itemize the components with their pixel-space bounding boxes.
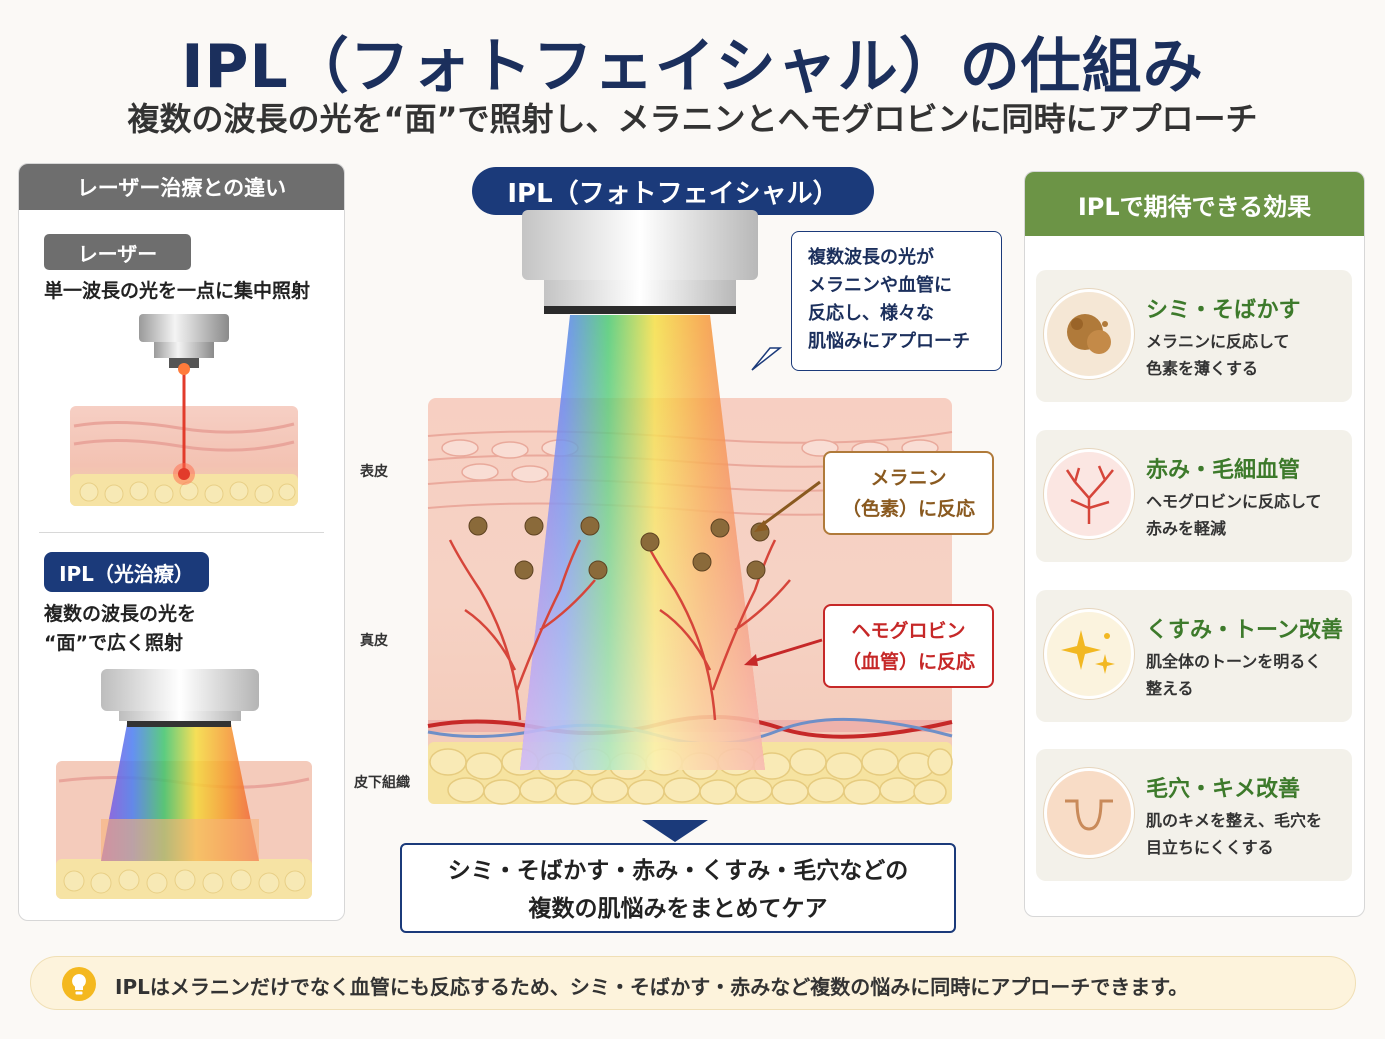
effect-card-redness: 赤み・毛細血管 ヘモグロビンに反応して赤みを軽減 [1036,430,1352,562]
capillary-icon [1044,449,1134,539]
effect-description: ヘモグロビンに反応して赤みを軽減 [1146,488,1322,542]
melanin-callout: メラニン （色素）に反応 [823,451,994,535]
page-title: IPL（フォトフェイシャル）の仕組み [181,32,1204,102]
effect-desc-line2: 色素を薄くする [1146,359,1259,378]
sparkle-icon [1044,609,1134,699]
ipl-skin-diagram [427,210,953,805]
effect-desc-line2: 目立ちにくくする [1146,838,1274,857]
laser-comparison-panel: レーザー治療との違い レーザー 単一波長の光を一点に集中照射 IPL（光治療） … [18,163,345,921]
effects-panel: IPLで期待できる効果 シミ・そばかす メラニンに反応して色素を薄くする 赤み・… [1024,171,1365,917]
epidermis-label: 表皮 [360,464,388,480]
multi-wavelength-callout: 複数波長の光が メラニンや血管に 反応し、様々な 肌悩みにアプローチ [791,231,1002,371]
effect-desc-line1: ヘモグロビンに反応して [1146,492,1322,511]
callout-line-1: 複数波長の光が [808,247,934,268]
ipl-small-illustration [56,669,312,899]
hemoglobin-line2: （血管）に反応 [841,651,975,673]
summary-line1: シミ・そばかす・赤み・くすみ・毛穴などの [447,858,909,884]
dermis-label: 真皮 [360,633,388,649]
pore-icon [1044,768,1134,858]
effect-desc-line2: 赤みを軽減 [1146,519,1227,538]
laser-label: レーザー [44,234,191,270]
effect-desc-line1: 肌のキメを整え、毛穴を [1146,811,1323,830]
effect-card-spots: シミ・そばかす メラニンに反応して色素を薄くする [1036,270,1352,402]
summary-line2: 複数の肌悩みをまとめてケア [528,896,828,922]
effect-title: シミ・そばかす [1146,298,1301,323]
hemoglobin-line1: ヘモグロビン [851,620,966,642]
effect-title: 毛穴・キメ改善 [1146,777,1301,802]
effect-desc-line2: 整える [1146,679,1194,698]
comparison-header: レーザー治療との違い [19,164,344,210]
laser-illustration [70,314,298,506]
lightbulb-icon [62,967,96,1001]
effect-title: 赤み・毛細血管 [1146,458,1301,483]
ipl-description-line2: “面”で広く照射 [44,632,183,654]
effect-desc-line1: 肌全体のトーンを明るく [1146,652,1322,671]
effect-card-dullness: くすみ・トーン改善 肌全体のトーンを明るく整える [1036,590,1352,722]
panel-divider [39,532,324,533]
summary-box: シミ・そばかす・赤み・くすみ・毛穴などの 複数の肌悩みをまとめてケア [400,843,956,933]
effect-desc-line1: メラニンに反応して [1146,332,1290,351]
footer-note: IPLはメラニンだけでなく血管にも反応するため、シミ・そばかす・赤みなど複数の悩… [30,956,1356,1010]
subcutis-label: 皮下組織 [354,775,410,791]
laser-description: 単一波長の光を一点に集中照射 [44,280,311,302]
hemoglobin-callout: ヘモグロビン （血管）に反応 [823,604,994,688]
effect-description: メラニンに反応して色素を薄くする [1146,328,1290,382]
effect-title: くすみ・トーン改善 [1146,618,1343,643]
spot-icon [1044,289,1134,379]
callout-line-2: メラニンや血管に [808,275,952,296]
ipl-label: IPL（光治療） [44,552,209,592]
page-subtitle: 複数の波長の光を“面”で照射し、メラニンとヘモグロビンに同時にアプローチ [127,100,1258,138]
effect-description: 肌のキメを整え、毛穴を目立ちにくくする [1146,807,1322,861]
callout-line-4: 肌悩みにアプローチ [808,331,970,352]
melanin-line1: メラニン [870,467,947,489]
callout-line-3: 反応し、様々な [808,303,934,324]
footer-text: IPLはメラニンだけでなく血管にも反応するため、シミ・そばかす・赤みなど複数の悩… [115,975,1189,999]
effects-header: IPLで期待できる効果 [1025,172,1364,236]
effect-description: 肌全体のトーンを明るく整える [1146,648,1321,702]
ipl-description-line1: 複数の波長の光を [44,603,197,625]
down-arrow-icon [642,820,708,842]
melanin-line2: （色素）に反応 [841,498,975,520]
effect-card-pores: 毛穴・キメ改善 肌のキメを整え、毛穴を目立ちにくくする [1036,749,1352,881]
ipl-badge: IPL（フォトフェイシャル） [472,167,874,215]
